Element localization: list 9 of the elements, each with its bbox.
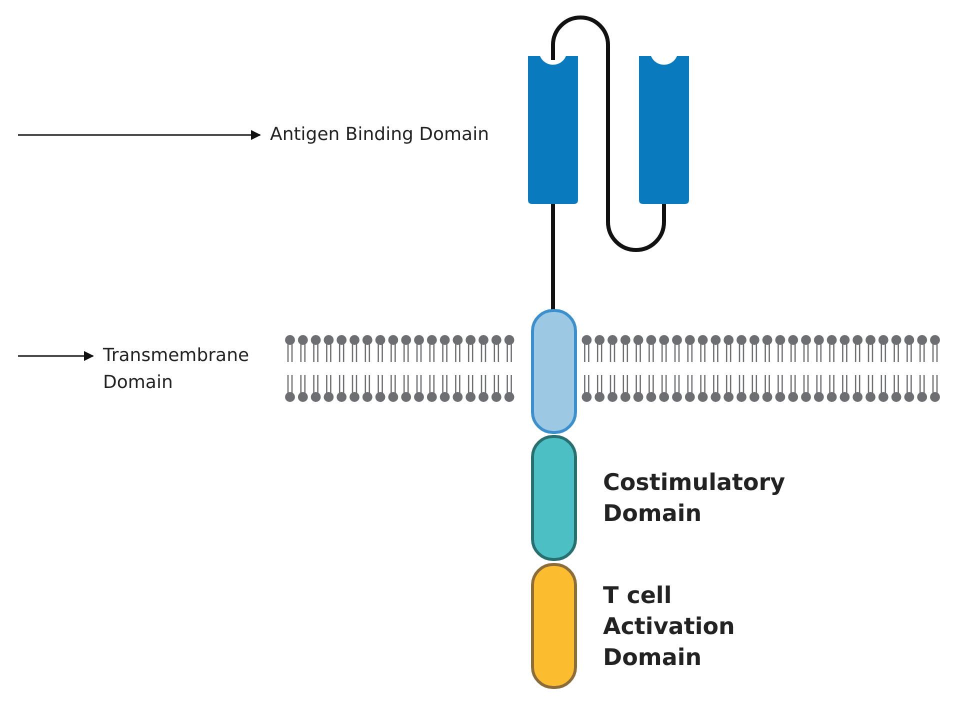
activation-domain-pill bbox=[531, 563, 577, 689]
costimulatory-domain-pill bbox=[531, 435, 577, 561]
domain-label: T cell Activation Domain bbox=[603, 582, 736, 673]
arrow bbox=[18, 130, 261, 140]
domain-label: Transmembrane Domain bbox=[103, 342, 278, 396]
arrow bbox=[18, 351, 94, 361]
transmembrane-domain-pill bbox=[531, 309, 577, 434]
domain-label: Costimulatory Domain bbox=[603, 469, 786, 529]
domain-label: Antigen Binding Domain bbox=[270, 121, 489, 148]
